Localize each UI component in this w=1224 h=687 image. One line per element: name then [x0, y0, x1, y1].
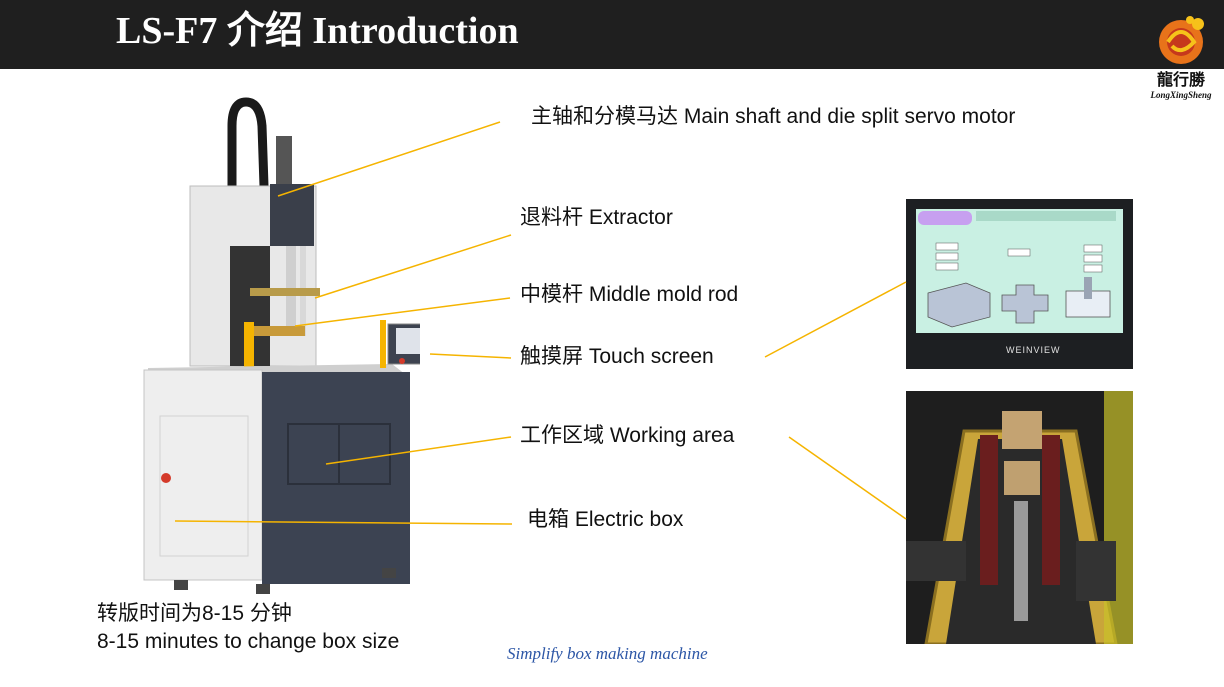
company-logo: 龍行勝 LongXingSheng [1146, 12, 1216, 104]
page-title: LS-F7 介绍 Introduction [116, 10, 519, 52]
label-touch-screen: 触摸屏 Touch screen [520, 345, 714, 368]
leader-middle-mold-rod [294, 297, 511, 327]
changeover-time-cn: 转版时间为8-15 分钟 [97, 602, 292, 625]
label-middle-mold-rod: 中模杆 Middle mold rod [520, 283, 739, 306]
leader-electric-box [174, 520, 513, 525]
footer-slogan: Simplify box making machine [507, 644, 708, 663]
leader-main-shaft [277, 121, 501, 197]
label-extractor: 退料杆 Extractor [520, 206, 673, 229]
leader-working-area [325, 436, 512, 465]
leader-touch-screen [429, 353, 512, 359]
dragon-logo-icon [1159, 16, 1204, 64]
leader-extractor [314, 234, 512, 299]
screen-brand: WEINVIEW [1006, 345, 1061, 355]
label-main-shaft: 主轴和分模马达 Main shaft and die split servo m… [531, 105, 1016, 128]
logo-text-cn: 龍行勝 [1156, 72, 1205, 89]
touch-screen-photo: WEINVIEW [906, 199, 1133, 369]
header-bar [0, 0, 1224, 69]
logo-text-en: LongXingSheng [1150, 90, 1212, 100]
leader-working-photo [788, 436, 907, 520]
label-working-area: 工作区域 Working area [520, 424, 735, 447]
leader-screen-photo [764, 281, 907, 358]
working-area-photo [906, 391, 1133, 644]
machine-image [143, 97, 420, 594]
label-electric-box: 电箱 Electric box [527, 508, 684, 531]
changeover-time-en: 8-15 minutes to change box size [97, 630, 400, 653]
